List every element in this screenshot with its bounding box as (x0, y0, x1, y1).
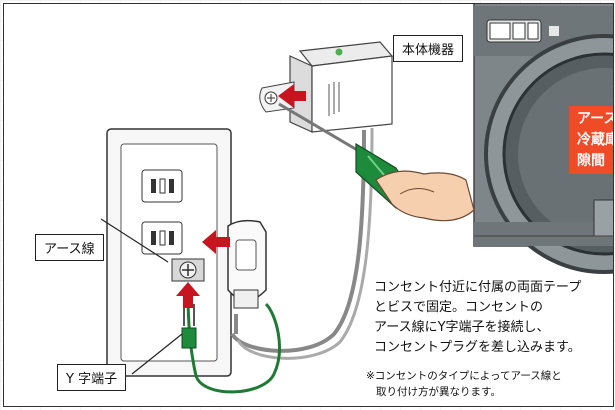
instruction-line: コンセントプラグを差し込みます。 (374, 340, 581, 355)
note-line: 取り付け方が異なります。 (376, 386, 501, 398)
inset-banner: アース 冷蔵庫 隙間 (569, 106, 614, 174)
note-text: ※コンセントのタイプによってアース線と 取り付け方が異なります。 (366, 368, 613, 400)
arrow-to-socket (202, 230, 230, 254)
earth-wire (181, 289, 281, 394)
hand (375, 170, 475, 222)
y-terminal-label: Y 字端子 (57, 364, 127, 391)
inset-banner-line: 隙間 (577, 153, 605, 169)
instruction-line: アース線にY字端子を接続し、 (374, 320, 550, 335)
note-line: ※コンセントのタイプによってアース線と (366, 370, 562, 382)
instruction-line: とビスで固定。コンセントの (374, 300, 544, 315)
illustration-panel: 本体機器 アース線 Y 字端子 コンセント付近に付属の両面テープ とビスで固定。… (3, 3, 614, 407)
power-cords (230, 127, 374, 360)
direction-arrows (176, 84, 306, 308)
arrow-to-screw (278, 84, 306, 108)
main-unit-label: 本体機器 (393, 35, 464, 62)
main-device (259, 41, 394, 133)
wall-outlet (106, 128, 232, 377)
earth-wire-label: アース線 (35, 234, 104, 261)
inset-banner-line: アース (577, 111, 614, 127)
arrow-to-earth-terminal (176, 282, 200, 308)
power-plug (227, 219, 267, 309)
inset-banner-line: 冷蔵庫 (577, 132, 613, 148)
instruction-line: コンセント付近に付属の両面テープ (374, 280, 582, 295)
label-leaders (100, 218, 183, 375)
instruction-text: コンセント付近に付属の両面テープ とビスで固定。コンセントの アース線にY字端子… (374, 278, 613, 358)
